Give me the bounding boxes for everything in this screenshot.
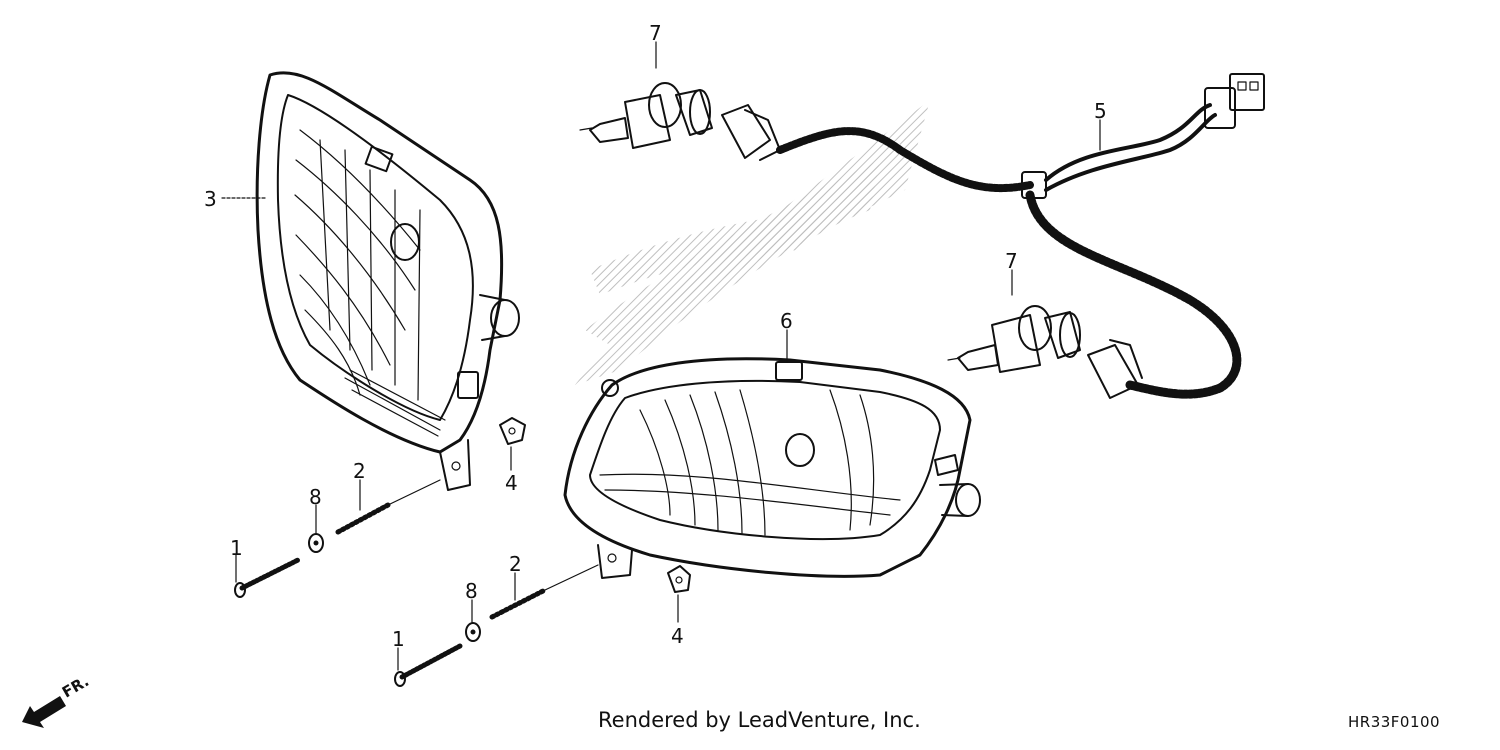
callout-5: 5	[1094, 99, 1107, 123]
front-arrow-icon	[22, 696, 66, 728]
callout-6: 6	[780, 309, 793, 333]
washer-left	[308, 533, 324, 553]
bulb-lower	[947, 305, 1081, 373]
callout-3: 3	[204, 187, 217, 211]
wire-harness	[721, 73, 1265, 399]
headlight-assembly-left	[255, 71, 520, 491]
callout-1-center: 1	[392, 627, 405, 651]
washer-center	[465, 622, 481, 642]
callout-1-left: 1	[230, 536, 243, 560]
credit-text: Rendered by LeadVenture, Inc.	[598, 708, 921, 732]
bulb-upper	[579, 82, 713, 149]
spring-center	[489, 564, 599, 620]
watermark-wing-logo	[575, 100, 930, 385]
screw-left	[234, 557, 301, 598]
front-arrow-label: FR.	[59, 672, 92, 701]
callout-8-center: 8	[465, 579, 478, 603]
leader-lines	[221, 41, 1101, 671]
callout-2-left: 2	[353, 459, 366, 483]
callout-8-left: 8	[309, 485, 322, 509]
screw-center	[394, 643, 463, 687]
headlight-assembly-center	[563, 357, 981, 579]
callout-2-center: 2	[509, 552, 522, 576]
callout-4-left: 4	[505, 471, 518, 495]
callout-7-upper: 7	[649, 21, 662, 45]
spring-left	[335, 479, 441, 535]
callout-4-center: 4	[671, 624, 684, 648]
callout-7-lower: 7	[1005, 249, 1018, 273]
clip-nut-left	[499, 417, 526, 445]
clip-nut-center	[667, 565, 691, 593]
diagram-code: HR33F0100	[1348, 713, 1441, 731]
